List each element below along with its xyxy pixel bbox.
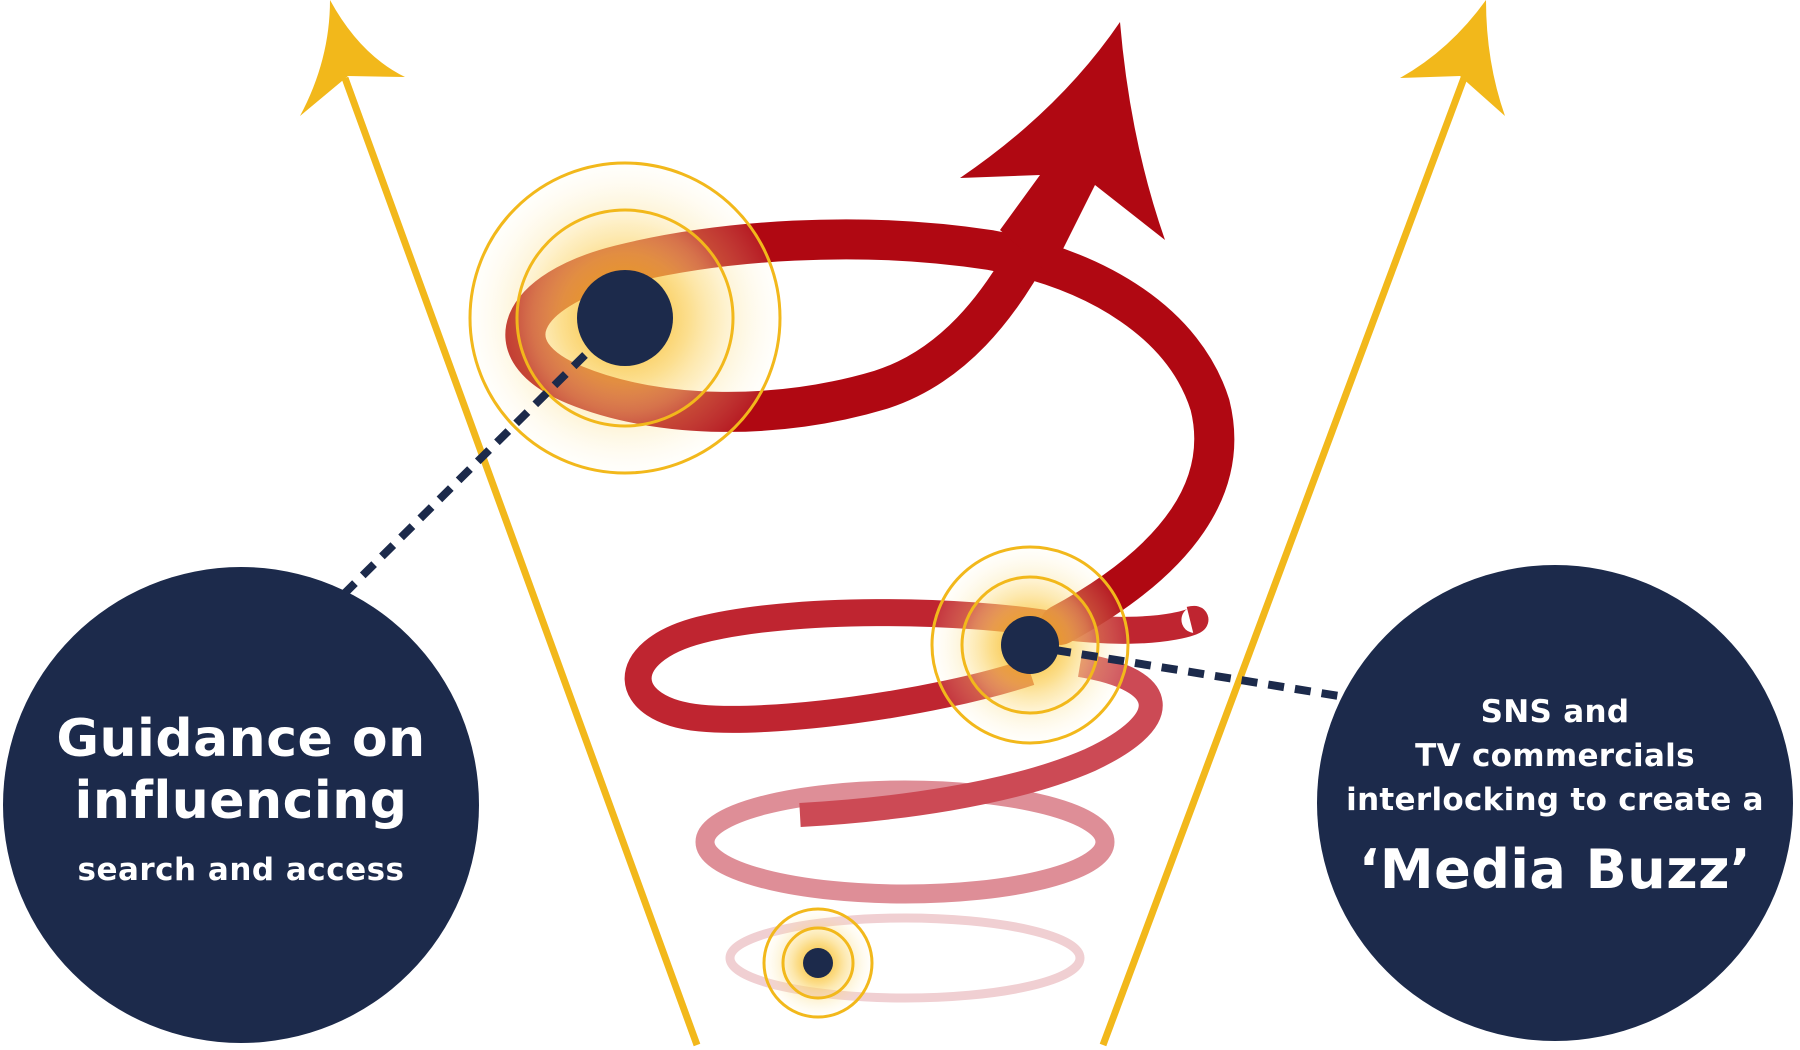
left-callout-circle xyxy=(3,567,479,1043)
left-callout-line-3: search and access xyxy=(77,852,405,888)
spiral-arrowhead xyxy=(960,22,1165,275)
hotspot-top xyxy=(468,161,782,475)
hotspot-middle xyxy=(930,545,1130,745)
hotspot-middle-dot xyxy=(1001,616,1059,674)
right-callout-circle xyxy=(1317,565,1793,1041)
left-upward-arrow xyxy=(300,0,701,1047)
spiral-loop-2 xyxy=(799,653,1163,827)
leader-line-left xyxy=(342,352,588,596)
hotspot-top-dot xyxy=(577,270,673,366)
right-callout-line-3: interlocking to create a xyxy=(1346,782,1764,818)
spiral-loop-3 xyxy=(695,780,1115,904)
right-callout-line-1: SNS and xyxy=(1480,694,1630,730)
right-upward-arrow xyxy=(1099,0,1505,1047)
spiral-loop-4 xyxy=(725,913,1085,1003)
right-callout-line-2: TV commercials xyxy=(1415,738,1695,774)
left-callout-text: Guidance on influencing search and acces… xyxy=(18,708,464,890)
hotspot-bottom-dot xyxy=(803,948,833,978)
right-callout-text: SNS and TV commercials interlocking to c… xyxy=(1330,690,1780,902)
leader-line-right xyxy=(1054,646,1346,701)
right-callout-line-4: ‘Media Buzz’ xyxy=(1358,838,1752,901)
left-callout-line-2: influencing xyxy=(74,771,408,831)
hotspot-bottom xyxy=(762,907,874,1019)
left-callout-line-1: Guidance on xyxy=(56,709,426,769)
